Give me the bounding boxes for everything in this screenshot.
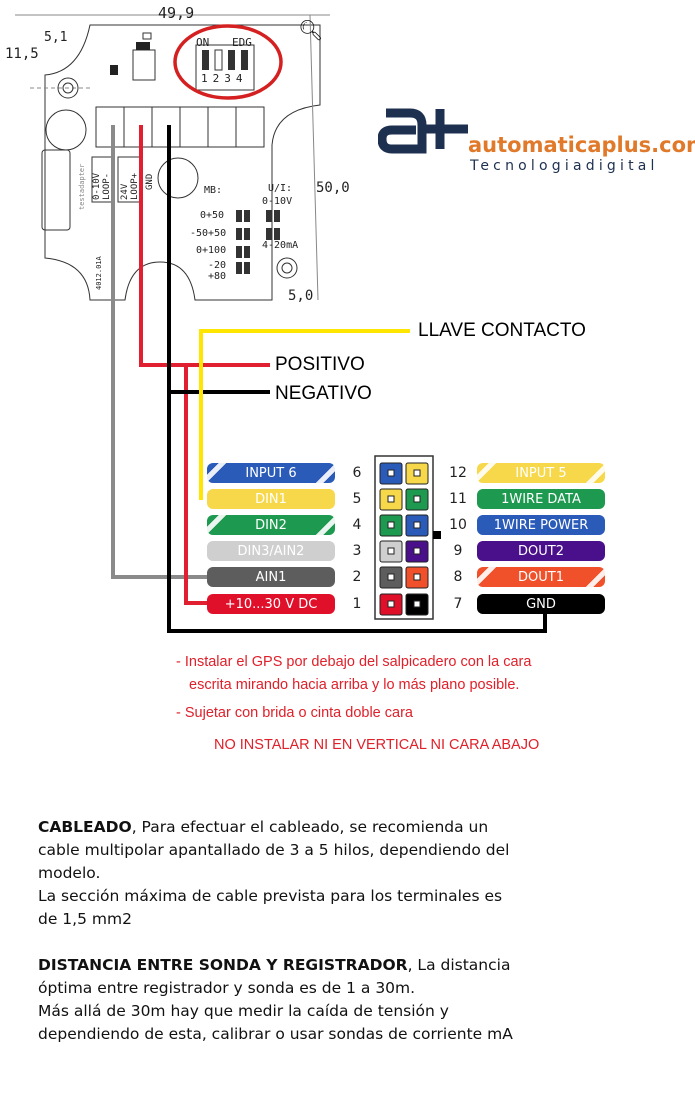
ui-range: 4-20mA	[262, 240, 299, 251]
cableado-text: , Para efectuar el cableado, se recomien…	[38, 818, 510, 882]
pin-number: 4	[352, 517, 362, 533]
logo-mark	[378, 108, 468, 154]
mb-range: 0+50	[200, 210, 225, 221]
pin-label-text: 1WIRE DATA	[501, 491, 581, 507]
pin-label-text: 1WIRE POWER	[493, 517, 589, 533]
pin-number: 6	[352, 465, 362, 481]
pin-number: 7	[453, 596, 463, 612]
note-warning: NO INSTALAR NI EN VERTICAL NI CARA ABAJO	[214, 737, 540, 753]
socket-contact	[413, 495, 421, 503]
pin-label-text: DIN1	[255, 491, 287, 507]
pin-label-text: GND	[526, 596, 556, 612]
pcb-drawing	[15, 14, 330, 301]
pin-label-text: DIN3/AIN2	[237, 543, 305, 559]
pin-number: 3	[352, 543, 362, 559]
wire-label-negative: NEGATIVO	[275, 383, 372, 404]
distancia-title: DISTANCIA ENTRE SONDA Y REGISTRADOR	[38, 956, 408, 974]
pin-label-text: AIN1	[255, 569, 287, 585]
cableado-paragraph: CABLEADO, Para efectuar el cableado, se …	[38, 816, 518, 931]
zoom-magnifier-icon[interactable]: 🔍︎	[298, 20, 324, 42]
pin-label-2: AIN1	[207, 567, 335, 587]
distancia-text2: Más allá de 30m hay que medir la caída d…	[38, 1002, 513, 1043]
wire-black	[167, 125, 547, 633]
socket-contact	[387, 600, 395, 608]
pin-number: 9	[453, 543, 463, 559]
wire-label-ignition: LLAVE CONTACTO	[418, 320, 586, 341]
pin-label-text: INPUT 6	[245, 465, 297, 481]
mb-range: 0+100	[196, 245, 227, 256]
board-outline	[44, 24, 321, 301]
wire-red	[139, 125, 270, 367]
ui-range: 0-10V	[262, 196, 293, 207]
logo-tagline: Tecnologiadigital	[470, 158, 659, 174]
wiring	[111, 125, 547, 633]
cableado-text2: La sección máxima de cable prevista para…	[38, 887, 503, 928]
pin-label-text: DOUT1	[518, 569, 564, 585]
pin-number: 10	[449, 517, 467, 533]
note-install: - Instalar el GPS por debajo del salpica…	[176, 654, 532, 670]
distancia-paragraph: DISTANCIA ENTRE SONDA Y REGISTRADOR, La …	[38, 954, 518, 1046]
dip-on-label: ON	[196, 36, 210, 49]
pin-label-1: +10...30 V DC	[207, 594, 335, 614]
cableado-title: CABLEADO	[38, 818, 132, 836]
pin-label-6: INPUT 6	[207, 463, 335, 483]
ui-label: U/I:	[268, 183, 293, 194]
pin-label-10: 1WIRE POWER	[477, 515, 605, 535]
pin-label-11: 1WIRE DATA	[477, 489, 605, 509]
socket-contact	[387, 547, 395, 555]
dip-number: 4	[235, 72, 243, 85]
dim-height: 50,0	[316, 180, 350, 196]
dip-edg-label: EDG	[232, 36, 252, 49]
socket-contact	[413, 573, 421, 581]
dip-number: 1	[201, 72, 208, 85]
note-fasten: - Sujetar con brida o cinta doble cara	[176, 705, 413, 721]
pin-label-text: DOUT2	[518, 543, 564, 559]
pin-label-9: DOUT2	[477, 541, 605, 561]
socket-contact	[387, 521, 395, 529]
note-install-cont: escrita mirando hacia arriba y lo más pl…	[189, 677, 520, 693]
pin-label-text: INPUT 5	[515, 465, 567, 481]
wire-red-branch	[184, 365, 210, 605]
mb-label: MB:	[204, 185, 223, 196]
pin-number: 2	[352, 569, 362, 585]
socket-contact	[387, 469, 395, 477]
mb-range: -50+50	[190, 228, 227, 239]
dim-width: 49,9	[158, 4, 195, 22]
pin-label-4: DIN2	[207, 515, 335, 535]
pin-label-7: GND	[477, 594, 605, 614]
pin-label-12: INPUT 5	[477, 463, 605, 483]
socket-contact	[387, 495, 395, 503]
socket-contact	[413, 521, 421, 529]
pin-label-text: +10...30 V DC	[224, 596, 318, 612]
mb-range: -20 +80	[208, 260, 227, 282]
dip-number: 2	[212, 72, 220, 85]
distancia-text: , La distancia óptima entre registrador …	[38, 956, 511, 997]
pin-label-text: DIN2	[255, 517, 287, 533]
dim-bottom: 5,0	[288, 288, 314, 304]
wire-yellow	[199, 329, 410, 500]
dim-top: 11,5	[5, 46, 39, 62]
dim-left: 5,1	[44, 30, 68, 45]
pin-label-8: DOUT1	[477, 567, 605, 587]
pin-number: 5	[352, 491, 362, 507]
dip-number: 3	[224, 72, 231, 85]
wire-label-positive: POSITIVO	[275, 354, 365, 375]
logo-site: automaticaplus.com	[468, 133, 695, 157]
pin-number: 1	[352, 596, 362, 612]
pin-number: 12	[449, 465, 467, 481]
wire-gray	[111, 125, 210, 579]
dip-switch-highlight	[173, 24, 283, 100]
socket-contact	[413, 600, 421, 608]
socket-contact	[413, 547, 421, 555]
pin-number: 8	[453, 569, 463, 585]
socket-contact	[387, 573, 395, 581]
socket-contact	[413, 469, 421, 477]
pin-number: 11	[449, 491, 467, 507]
pin-label-5: DIN1	[207, 489, 335, 509]
pin-label-3: DIN3/AIN2	[207, 541, 335, 561]
